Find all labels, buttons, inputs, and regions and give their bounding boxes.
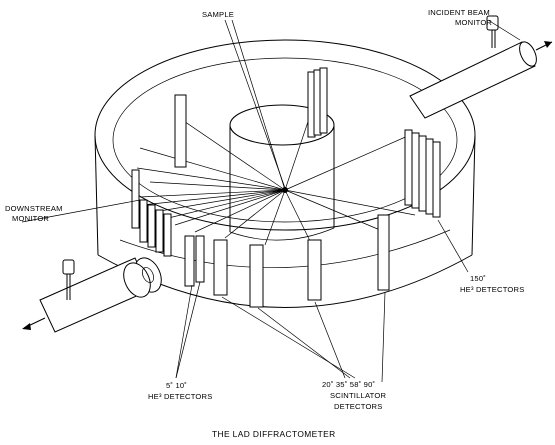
- sample-point: [282, 187, 288, 193]
- detector-150-1: [404, 129, 413, 206]
- scattering-rays: [136, 19, 416, 246]
- label-scint-2: DETECTORS: [334, 402, 383, 411]
- label-150-detectors: He³ DETECTORS: [460, 285, 524, 294]
- diagram-caption: THE LAD DIFFRACTOMETER: [212, 429, 336, 439]
- detector-58: [249, 244, 264, 308]
- detector-150-2: [411, 132, 420, 209]
- leader-lines: [21, 19, 521, 383]
- detector-150-5: [432, 141, 441, 218]
- sample-cylinder-bottom: [229, 227, 335, 241]
- downstream-beam-pipe: [22, 257, 162, 333]
- detector-90: [307, 239, 322, 301]
- detector-left-3: [155, 209, 164, 253]
- label-150-angle: 150˚: [470, 274, 486, 283]
- detector-35: [213, 239, 228, 296]
- incident-beam-pipe: [409, 41, 553, 119]
- vessel-right-wall: [471, 134, 476, 256]
- detector-banks: [131, 67, 441, 308]
- label-downstream-1: DOWNSTREAM: [5, 204, 63, 213]
- detector-left-2: [147, 204, 156, 248]
- detector-right-front: [377, 214, 390, 291]
- label-5-10-detectors: He³ DETECTORS: [148, 392, 212, 401]
- label-downstream-2: MONITOR: [12, 214, 49, 223]
- label-incident-monitor-1: INCIDENT BEAM: [428, 8, 490, 17]
- detector-back-left: [174, 94, 187, 168]
- detector-left-back: [131, 169, 140, 229]
- detector-left-4: [163, 213, 172, 257]
- label-scint-angles: 20˚ 35˚ 58˚ 90˚: [322, 380, 375, 389]
- label-5-10-angles: 5˚ 10˚: [166, 381, 187, 390]
- vessel-floor-curve: [119, 229, 451, 269]
- vessel-left-wall: [94, 134, 99, 256]
- detector-5-10-a: [195, 235, 205, 283]
- vessel-inner-rim: [112, 57, 458, 223]
- downstream-monitor: [62, 259, 75, 300]
- detector-20: [184, 235, 195, 287]
- detector-150-3: [418, 135, 427, 212]
- label-incident-monitor-2: MONITOR: [455, 18, 492, 27]
- detector-left-1: [139, 199, 148, 243]
- label-sample: SAMPLE: [202, 10, 234, 19]
- detector-150-4: [425, 138, 434, 215]
- label-scint-1: SCINTILLATOR: [330, 391, 386, 400]
- detector-back-right-3: [319, 67, 328, 134]
